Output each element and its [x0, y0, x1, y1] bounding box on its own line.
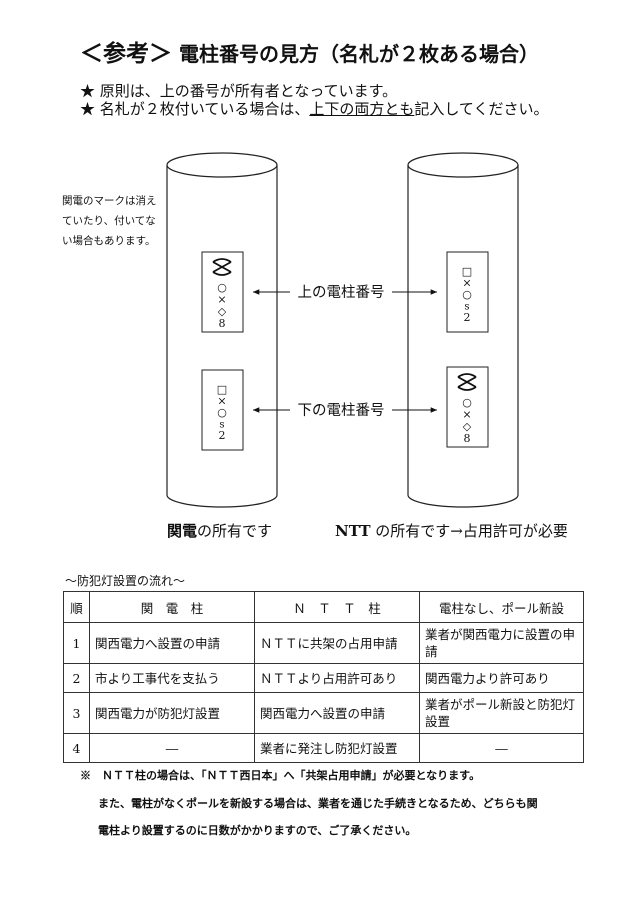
- table-cell: 4: [63, 733, 90, 763]
- plate-char: ○: [217, 281, 227, 294]
- ntt-caption: NTT の所有です→占用許可が必要: [335, 520, 568, 541]
- table-cell: 関西電力へ設置の申請: [89, 622, 255, 664]
- lower-number-label: 下の電柱番号: [298, 402, 385, 419]
- kanden-mark-icon: [212, 258, 232, 276]
- table-cell: 関西電力より許可あり: [419, 663, 584, 693]
- bullet-2-pre: 名札が２枚付いている場合は、: [99, 100, 310, 118]
- left-upper-plate: [201, 251, 244, 333]
- header-ntt: Ｎ Ｔ Ｔ 柱: [254, 591, 420, 623]
- table-header-row: 順 関 電 柱 Ｎ Ｔ Ｔ 柱 電柱なし、ポール新設: [63, 591, 584, 623]
- header-kanden: 関 電 柱: [89, 591, 255, 623]
- right-upper-plate: [446, 251, 489, 333]
- table-row: 2 市より工事代を支払う ＮＴＴより占用許可あり 関西電力より許可あり: [63, 663, 584, 693]
- plate-char: ◇: [218, 305, 227, 318]
- title-main: 電柱番号の見方（名札が２枚ある場合）: [178, 42, 539, 66]
- header-order: 順: [63, 591, 90, 623]
- table-cell: 1: [63, 622, 90, 664]
- table-cell: 2: [63, 663, 90, 693]
- right-lower-plate: [446, 366, 489, 448]
- table-cell: 業者が関西電力に設置の申請: [419, 622, 584, 664]
- plate-char: □: [462, 265, 472, 278]
- note-line-1: ※ ＮＴＴ柱の場合は、「ＮＴＴ西日本」へ「共架占用申請」が必要となります。: [80, 769, 481, 782]
- left-lower-plate: [201, 369, 244, 451]
- plate-char: ○: [217, 406, 227, 419]
- plate-char: ○: [462, 288, 472, 301]
- plate-char: 8: [464, 432, 471, 445]
- kanden-caption-rest: の所有です: [197, 522, 273, 540]
- plate-char: 2: [219, 429, 226, 442]
- bullet-2-post: 記入してください。: [414, 100, 549, 118]
- table-cell: 市より工事代を支払う: [89, 663, 255, 693]
- plate-char: ◇: [463, 420, 472, 433]
- plate-char: ×: [217, 395, 226, 408]
- table-cell: 関西電力が防犯灯設置: [89, 692, 255, 734]
- table-row: 4 ― 業者に発注し防犯灯設置 ―: [63, 733, 584, 763]
- table-cell: ―: [89, 733, 255, 763]
- table-row: 3 関西電力が防犯灯設置 関西電力へ設置の申請 業者がポール新設と防犯灯設置: [63, 692, 584, 734]
- table-cell: ―: [419, 733, 584, 763]
- note-line-2: また、電柱がなくポールを新設する場合は、業者を通じた手続きとなるため、どちらも関: [98, 797, 538, 810]
- kanden-caption-bold: 関電: [167, 522, 198, 540]
- table-cell: ＮＴＴより占用許可あり: [254, 663, 420, 693]
- bullet-2: ★ 名札が２枚付いている場合は、上下の両方とも記入してください。: [80, 98, 548, 119]
- table-cell: ＮＴＴに共架の占用申請: [254, 622, 420, 664]
- plate-char: ×: [217, 293, 226, 306]
- kanden-mark-icon: [457, 373, 477, 391]
- table-cell: 関西電力へ設置の申請: [254, 692, 420, 734]
- ntt-caption-bold: NTT: [335, 522, 371, 540]
- bullet-1: ★ 原則は、上の番号が所有者となっています。: [80, 80, 397, 101]
- table-cell: 業者がポール新設と防犯灯設置: [419, 692, 584, 734]
- upper-number-label: 上の電柱番号: [298, 284, 385, 301]
- bullet-2-underlined: 上下の両方とも: [309, 100, 415, 118]
- ntt-pole: [407, 152, 519, 508]
- plate-char: ×: [462, 408, 471, 421]
- table-cell: 業者に発注し防犯灯設置: [254, 733, 420, 763]
- plate-char: 8: [219, 317, 226, 330]
- star-icon: ★: [80, 82, 96, 100]
- note-line-3: 電柱より設置するのに日数がかかりますので、ご了承ください。: [98, 824, 417, 837]
- header-new-pole: 電柱なし、ポール新設: [419, 591, 584, 623]
- plate-char: 2: [464, 311, 471, 324]
- table-row: 1 関西電力へ設置の申請 ＮＴＴに共架の占用申請 業者が関西電力に設置の申請: [63, 622, 584, 664]
- title-prefix: ＜参考＞: [80, 40, 172, 67]
- side-note: 関電のマークは消えていたり、付いてない場合もあります。: [62, 195, 157, 247]
- kanden-caption: 関電の所有です: [167, 520, 272, 541]
- plate-number: □×○s2: [462, 265, 472, 324]
- plate-char: □: [217, 383, 227, 396]
- ntt-caption-rest: の所有です→占用許可が必要: [370, 522, 568, 540]
- plate-number: □×○s2: [217, 383, 227, 442]
- plate-char: ×: [462, 277, 471, 290]
- plate-char: ○: [462, 396, 472, 409]
- table-cell: 3: [63, 692, 90, 734]
- plate-char: s: [464, 302, 469, 313]
- bullet-1-text: 原則は、上の番号が所有者となっています。: [99, 82, 398, 100]
- kanden-pole: [166, 152, 278, 508]
- page-title: ＜参考＞ 電柱番号の見方（名札が２枚ある場合）: [80, 34, 539, 68]
- plate-number: ○×◇8: [462, 396, 472, 445]
- flow-table: 順 関 電 柱 Ｎ Ｔ Ｔ 柱 電柱なし、ポール新設 1 関西電力へ設置の申請 …: [63, 591, 584, 763]
- flow-heading: 〜防犯灯設置の流れ〜: [65, 574, 186, 588]
- plate-char: s: [219, 420, 224, 431]
- plate-number: ○×◇8: [217, 281, 227, 330]
- star-icon: ★: [80, 100, 96, 118]
